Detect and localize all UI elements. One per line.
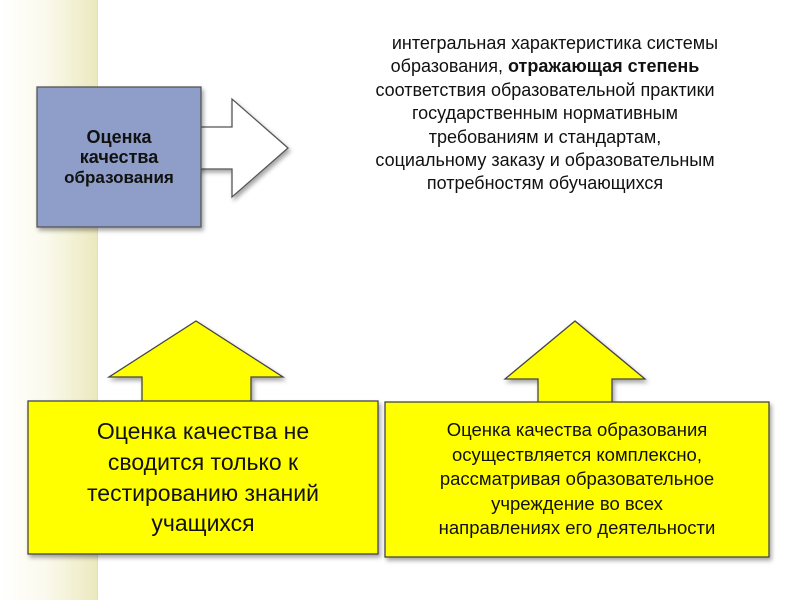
left-box-line-1: Оценка качества не bbox=[96, 418, 310, 445]
concept-line-2: качества bbox=[79, 147, 159, 168]
definition-line-2-text: образования, bbox=[390, 56, 508, 77]
left-box-shape bbox=[27, 400, 379, 555]
right-box-shape bbox=[384, 401, 770, 558]
up-arrow-left bbox=[106, 320, 286, 403]
left-statement-box: Оценка качества не сводится только к тес… bbox=[28, 401, 378, 554]
concept-box-shape bbox=[36, 86, 202, 228]
left-box-line-4: учащихся bbox=[151, 510, 255, 537]
left-box-line-3: тестированию знаний bbox=[87, 479, 319, 506]
definition-line-2: образования, отражающая степень bbox=[290, 55, 800, 78]
right-box-line-2: осуществляется комплексно, bbox=[452, 443, 702, 465]
concept-line-1: Оценка bbox=[86, 127, 152, 148]
definition-bold-phrase: отражающая степень bbox=[508, 56, 700, 77]
concept-line-3: образования bbox=[64, 167, 174, 187]
definition-line-6: социальному заказу и образовательным bbox=[375, 149, 715, 170]
right-box-line-5: направлениях его деятельности bbox=[438, 517, 716, 539]
concept-box: Оценка качества образования bbox=[37, 87, 201, 227]
definition-line-1-text: интегральная характеристика системы bbox=[391, 33, 719, 53]
definition-text: интегральная характеристика системы обра… bbox=[290, 32, 800, 196]
left-box-line-2: сводится только к bbox=[107, 448, 299, 475]
definition-line-3: соответствия образовательной практики bbox=[375, 79, 715, 100]
up-arrow-right bbox=[503, 320, 647, 405]
definition-line-1: интегральная характеристика системы bbox=[290, 32, 800, 55]
definition-line-5: требованиям и стандартам, bbox=[428, 126, 662, 147]
right-box-line-3: рассматривая образовательное bbox=[439, 468, 715, 490]
right-statement-box: Оценка качества образования осуществляет… bbox=[385, 402, 769, 557]
definition-line-4: государственным нормативным bbox=[412, 103, 678, 124]
right-box-line-1: Оценка качества образования bbox=[446, 419, 708, 441]
right-box-line-4: учреждение во всех bbox=[491, 492, 663, 514]
definition-line-7: потребностям обучающихся bbox=[426, 173, 664, 194]
background-stripe-edge bbox=[97, 0, 98, 600]
